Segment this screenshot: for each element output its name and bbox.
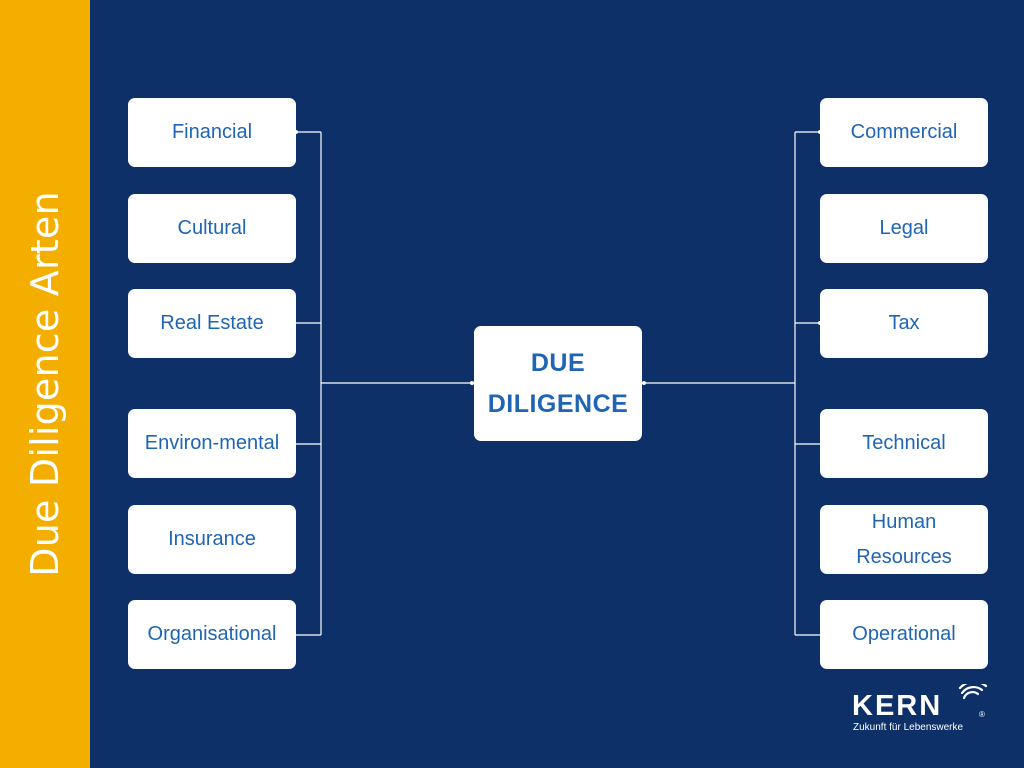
box-label: Environ-mental <box>144 432 280 454</box>
box-real-estate: Real Estate <box>128 289 296 358</box>
box-technical: Technical <box>820 409 988 478</box>
box-label: Cultural <box>177 217 247 239</box>
box-insurance: Insurance <box>128 505 296 574</box>
box-label: Technical <box>862 432 946 454</box>
kern-logo: KERN ® Zukunft für Lebenswerke <box>852 684 992 740</box>
box-cultural: Cultural <box>128 194 296 263</box>
box-environmental: Environ-mental <box>128 409 296 478</box>
box-label: Financial <box>171 121 253 143</box>
center-box-due-diligence: DUE DILIGENCE <box>474 326 642 441</box>
box-label: Commercial <box>850 121 958 143</box>
box-operational: Operational <box>820 600 988 669</box>
logo-arcs-icon <box>958 684 988 700</box>
box-legal: Legal <box>820 194 988 263</box>
box-financial: Financial <box>128 98 296 167</box>
center-line-1: DUE <box>530 348 586 377</box>
box-label: Tax <box>888 312 920 334</box>
box-label-line-2: Resources <box>856 545 952 568</box>
box-tax: Tax <box>820 289 988 358</box>
box-commercial: Commercial <box>820 98 988 167</box>
box-label: Insurance <box>168 528 256 550</box>
box-label: Organisational <box>147 623 277 645</box>
box-label: Operational <box>852 623 956 645</box>
logo-wordmark: KERN <box>852 690 943 722</box>
box-label: Real Estate <box>160 312 264 334</box>
box-organisational: Organisational <box>128 600 296 669</box>
center-line-2: DILIGENCE <box>487 389 629 418</box>
box-human-resources: Human Resources <box>820 505 988 574</box>
sidebar: Due Diligence Arten <box>0 0 90 768</box>
logo-tagline: Zukunft für Lebenswerke <box>853 722 964 733</box>
registered-mark: ® <box>979 710 985 719</box>
box-label: Legal <box>879 217 929 239</box>
box-label-line-1: Human <box>871 510 937 533</box>
